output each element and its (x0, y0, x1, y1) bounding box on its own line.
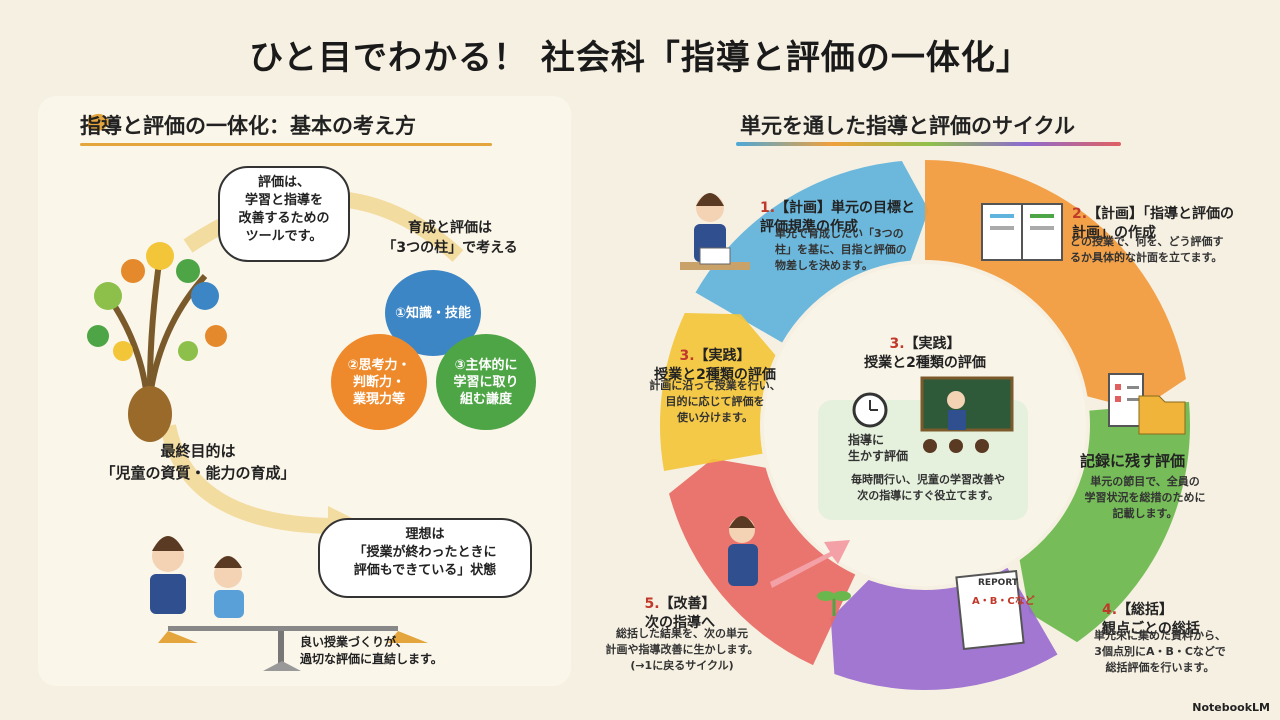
pillars-heading: 育成と評価は 「3つの柱」で考える (382, 220, 518, 256)
sprout-icon (817, 591, 851, 616)
stage-4-title: 4.【総括】 観点ごとの総括 (1102, 602, 1200, 637)
right-heading-underline (736, 142, 1121, 146)
stage-5-title: 5.【改善】 次の指導へ (644, 596, 716, 631)
stage-5-desc: 総括した結果を、次の単元 計画や指導改善に生かします。 (→1に戻るサイクル) (605, 627, 759, 672)
record-title: 記録に残す評価 (1080, 452, 1186, 470)
speech-bubble-ideal: 理想は 「授業が終わったときに 評価もできている」状態 (318, 518, 532, 598)
left-heading: 指導と評価の一体化：基本の考え方 (80, 114, 416, 138)
stage-1-desc: 単元で育成したい「3つの 柱」を基に、目指と評価の 物差しを決めます。 (775, 227, 907, 272)
final-goal: 最終目的は 「児童の資質・能力の育成」 (100, 442, 296, 482)
stage-3-title: 3.【実践】 授業と2種類の評価 (654, 348, 776, 383)
ring-seg-plan1 (695, 161, 929, 343)
record-desc: 単元の節目で、全員の 学習状況を総措のために 記載します。 (1084, 475, 1206, 520)
center-guide-label: 指導に 生かす評価 (848, 433, 909, 463)
speech-bubble-tool: 評価は、 学習と指導を 改善するための ツールです。 (218, 166, 350, 262)
teacher-child-icon (150, 536, 244, 618)
stage-3-desc: 計画に沿って授業を行い、 目的に応じて評価を 使い分けます。 (649, 379, 781, 424)
ring-seg-practice (660, 313, 776, 472)
center-num: 3. (889, 336, 905, 352)
pillar-thinking: ②思考力・ 判断力・ 業現力等 (331, 334, 427, 430)
ring-seg-record (1019, 401, 1190, 643)
pillar-attitude: ③主体的に 学習に取り 組む謙度 (436, 334, 536, 430)
left-heading-underline (80, 143, 492, 146)
report-label: REPORT (978, 578, 1018, 588)
leaf-icon (88, 113, 110, 131)
notebooklm-logo: NotebookLM (1192, 701, 1270, 714)
center-title: 3.【実践】 授業と2種類の評価 (850, 316, 1000, 373)
stage-1-title: 1.【計画】単元の目標と 評価規準の作成 (760, 200, 916, 235)
page-title: ひと目でわかる！ 社会科「指導と評価の一体化」 (249, 38, 1031, 78)
stage-2-desc: どの授業で、何を、どう評価す るか具体的な計面を立てます。 (1070, 235, 1224, 264)
center-title-text: 【実践】 授業と2種類の評価 (864, 336, 986, 371)
report-icon (955, 570, 1025, 650)
left-note: 良い授業づくりが、 過切な評価に直結します。 (300, 635, 443, 666)
balance-scale-icon (158, 626, 428, 671)
teacher-arrow-icon (728, 516, 850, 588)
stage-2-title: 2.【計画】「指導と評価の 計画」の作成 (1072, 206, 1235, 241)
stage-4-desc: 単元末に集めた資料から、 3個点別にA・B・Cなどで 総括評価を行います。 (1094, 629, 1226, 674)
tree-icon (87, 242, 227, 442)
center-desc: 毎時間行い、児童の学習改善や 次の指導にすぐ役立てます。 (851, 473, 1005, 502)
ring-seg-improve (669, 458, 856, 666)
teacher-icon (680, 193, 750, 270)
plan-book-icon (981, 203, 1063, 261)
right-heading: 単元を通した指導と評価のサイクル (740, 114, 1075, 138)
classroom-icon (852, 376, 1014, 453)
report-grades: A・B・Cなど (972, 596, 1035, 607)
cycle-arc-bottom (160, 424, 339, 534)
clipboard-folder-icon (1108, 373, 1186, 435)
